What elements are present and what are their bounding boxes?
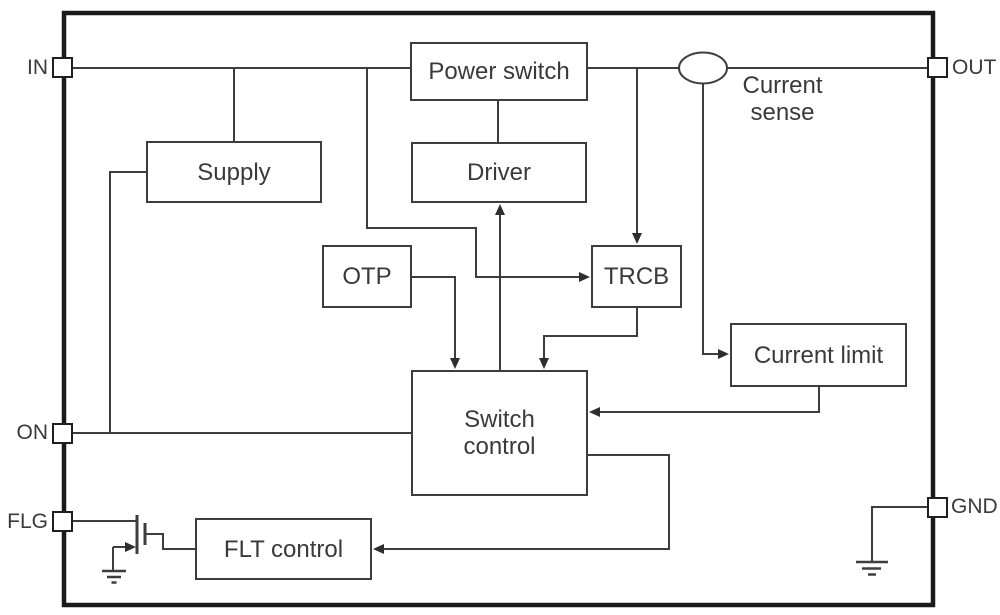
ground-symbol-right-icon: [856, 560, 888, 576]
wire-switch-control-to-flt: [379, 454, 670, 550]
pin-out: [927, 57, 948, 78]
arrow-into-trcb-top: [632, 233, 642, 244]
current-sense-annotation: Current sense: [710, 72, 855, 126]
current-sense-ellipse: [678, 51, 728, 85]
arrow-into-current-limit: [718, 349, 729, 359]
arrow-otp-into-switch-control: [450, 358, 460, 369]
wire-trcb-to-switch-control: [543, 308, 638, 363]
arrow-into-trcb-left: [579, 272, 590, 282]
supply-block: Supply: [146, 141, 322, 203]
pin-out-label: OUT: [952, 56, 997, 79]
arrow-trcb-into-switch-control: [539, 358, 549, 369]
nmos-transistor-icon: [112, 515, 195, 570]
ground-symbol-left-icon: [102, 569, 126, 584]
trcb-block: TRCB: [591, 245, 682, 308]
flt-control-label: FLT control: [223, 535, 344, 563]
switch-control-label-line1: Switch: [464, 406, 535, 433]
pin-flg: [52, 511, 73, 532]
arrow-into-flt-control: [373, 544, 384, 554]
supply-label: Supply: [197, 158, 271, 186]
wire-in-to-trcb: [366, 68, 582, 278]
ic-boundary: [61, 10, 936, 608]
pin-gnd-label: GND: [951, 495, 998, 518]
connector-lines: [73, 67, 927, 561]
transistor-body-arrow: [125, 542, 136, 552]
trcb-label: TRCB: [603, 263, 670, 290]
current-limit-block: Current limit: [730, 323, 907, 387]
current-sense-line1: Current: [742, 72, 823, 99]
driver-label: Driver: [467, 159, 531, 186]
wire-gnd-pin-to-ground: [871, 506, 927, 561]
current-limit-label: Current limit: [753, 341, 884, 369]
wire-sense-to-current-limit: [702, 83, 722, 355]
flt-control-block: FLT control: [195, 518, 372, 580]
pin-in-label: IN: [27, 56, 48, 79]
transistor-source-wire: [112, 546, 126, 570]
current-sense-line2: sense: [750, 99, 815, 126]
wire-otp-to-switch-control: [412, 276, 456, 363]
transistor-gate-wire: [146, 533, 195, 550]
wire-current-limit-to-switch-control: [595, 387, 820, 413]
power-switch-block: Power switch: [410, 42, 588, 101]
otp-label: OTP: [342, 263, 392, 290]
pin-on: [52, 423, 73, 444]
pin-in: [52, 57, 73, 78]
wire-supply-to-on-line: [109, 171, 146, 433]
pin-on-label: ON: [16, 421, 49, 444]
switch-control-label-line2: control: [463, 433, 536, 460]
driver-block: Driver: [411, 142, 587, 203]
arrow-into-switch-control-right: [589, 407, 600, 417]
pin-flg-label: FLG: [7, 510, 48, 533]
pin-gnd: [927, 497, 948, 518]
switch-control-block: Switch control: [411, 370, 588, 496]
otp-block: OTP: [322, 245, 412, 308]
power-switch-label: Power switch: [428, 58, 570, 85]
arrow-into-driver: [495, 204, 505, 215]
arrowheads: [373, 204, 729, 554]
